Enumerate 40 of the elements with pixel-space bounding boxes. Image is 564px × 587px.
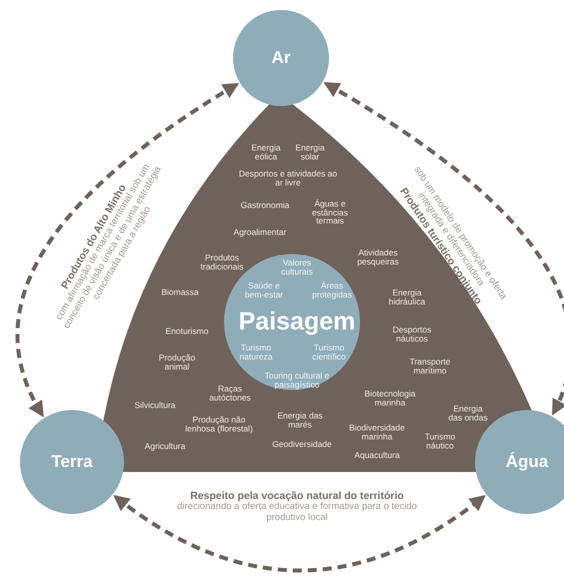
node-label: Terra bbox=[51, 452, 93, 472]
item-label: Energia das marés bbox=[276, 412, 324, 428]
item-label: Produtos tradicionais bbox=[200, 254, 244, 270]
item-label: Biodiversidade marinha bbox=[348, 424, 406, 440]
annotation-text: direcionando a oferta educativa e formativa para o tecido produtivo local bbox=[177, 502, 417, 524]
item-label: Energia eólica bbox=[250, 144, 282, 160]
item-label: Energia solar bbox=[294, 144, 326, 160]
item-label: Produção não lenhosa (florestal) bbox=[184, 416, 254, 432]
item-label: Produção animal bbox=[158, 354, 196, 370]
item-label: Agroalimentar bbox=[232, 228, 288, 236]
node-label: Ar bbox=[272, 48, 290, 68]
item-label: Touring cultural e paisagístico bbox=[264, 372, 330, 388]
item-label: Biomassa bbox=[160, 288, 200, 296]
item-label: Energia das ondas bbox=[447, 404, 489, 422]
item-label: Águas e estâncias termais bbox=[311, 199, 349, 225]
node-label: Água bbox=[506, 452, 548, 472]
item-label: Valores culturais bbox=[280, 258, 314, 276]
item-label: Desportos e atividades ao ar livre bbox=[238, 170, 338, 186]
item-label: Gastronomia bbox=[240, 200, 290, 210]
item-label: Geodiversidade bbox=[271, 440, 333, 448]
item-label: Turismo natureza bbox=[238, 344, 274, 360]
item-label: Transporte marítimo bbox=[408, 358, 452, 374]
item-label: Saúde e bem-estar bbox=[244, 282, 284, 298]
center-title: Paisagem bbox=[238, 310, 356, 334]
item-label: Agricultura bbox=[144, 442, 186, 450]
item-label: Energia hidráulica bbox=[388, 288, 426, 306]
dashed-arrow bbox=[113, 495, 486, 572]
item-label: Raças autóctones bbox=[208, 384, 252, 402]
item-label: Turismo náutico bbox=[424, 432, 456, 450]
item-label: Biotecnologia marinha bbox=[363, 390, 417, 406]
item-label: Atividades pesqueiras bbox=[356, 248, 400, 266]
item-label: Enoturismo bbox=[164, 326, 210, 336]
annotation-title: Respeito pela vocação natural do território bbox=[190, 490, 404, 502]
dashed-arrow bbox=[16, 82, 240, 418]
item-label: Silvicultura bbox=[133, 400, 177, 410]
item-label: Aquacultura bbox=[353, 450, 401, 460]
item-label: Desportos náuticos bbox=[392, 326, 432, 342]
item-label: Turismo científico bbox=[311, 344, 347, 360]
item-label: Áreas protegidas bbox=[311, 282, 353, 298]
dashed-arrow bbox=[323, 82, 564, 416]
